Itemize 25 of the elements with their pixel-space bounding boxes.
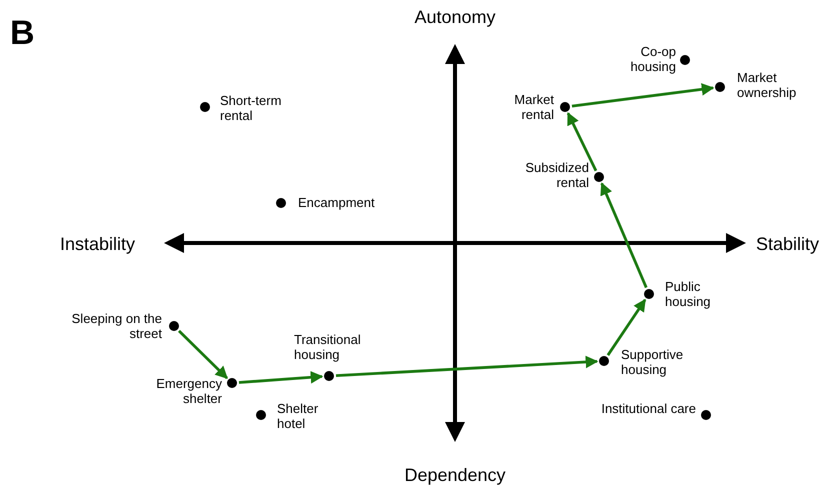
point-label: Sleeping on the street — [70, 311, 162, 341]
point-label: Subsidized rental — [524, 160, 589, 190]
point-label: Public housing — [665, 279, 712, 309]
arrow — [566, 112, 598, 172]
point-label: Co-op housing — [629, 44, 676, 74]
point-label: Short-term rental — [220, 93, 282, 123]
panel-letter: B — [10, 13, 35, 54]
arrow — [572, 83, 714, 108]
axis-label: Autonomy — [413, 6, 497, 29]
axis-label: Dependency — [403, 464, 507, 487]
arrow — [600, 182, 648, 288]
point-label: Transitional housing — [294, 332, 362, 362]
point-label: Market ownership — [737, 70, 798, 100]
arrow — [238, 371, 324, 384]
arrow — [178, 330, 228, 380]
point-label: Institutional care — [600, 401, 696, 416]
arrow — [336, 356, 598, 378]
axis-label: Instability — [60, 233, 136, 256]
point-label: Market rental — [513, 92, 554, 122]
point-label: Shelter hotel — [277, 401, 320, 431]
axis-label: Stability — [756, 233, 820, 256]
point-label: Emergency shelter — [155, 376, 222, 406]
point-label: Supportive housing — [621, 347, 684, 377]
arrow — [606, 298, 646, 356]
point-label: Encampment — [298, 195, 376, 210]
